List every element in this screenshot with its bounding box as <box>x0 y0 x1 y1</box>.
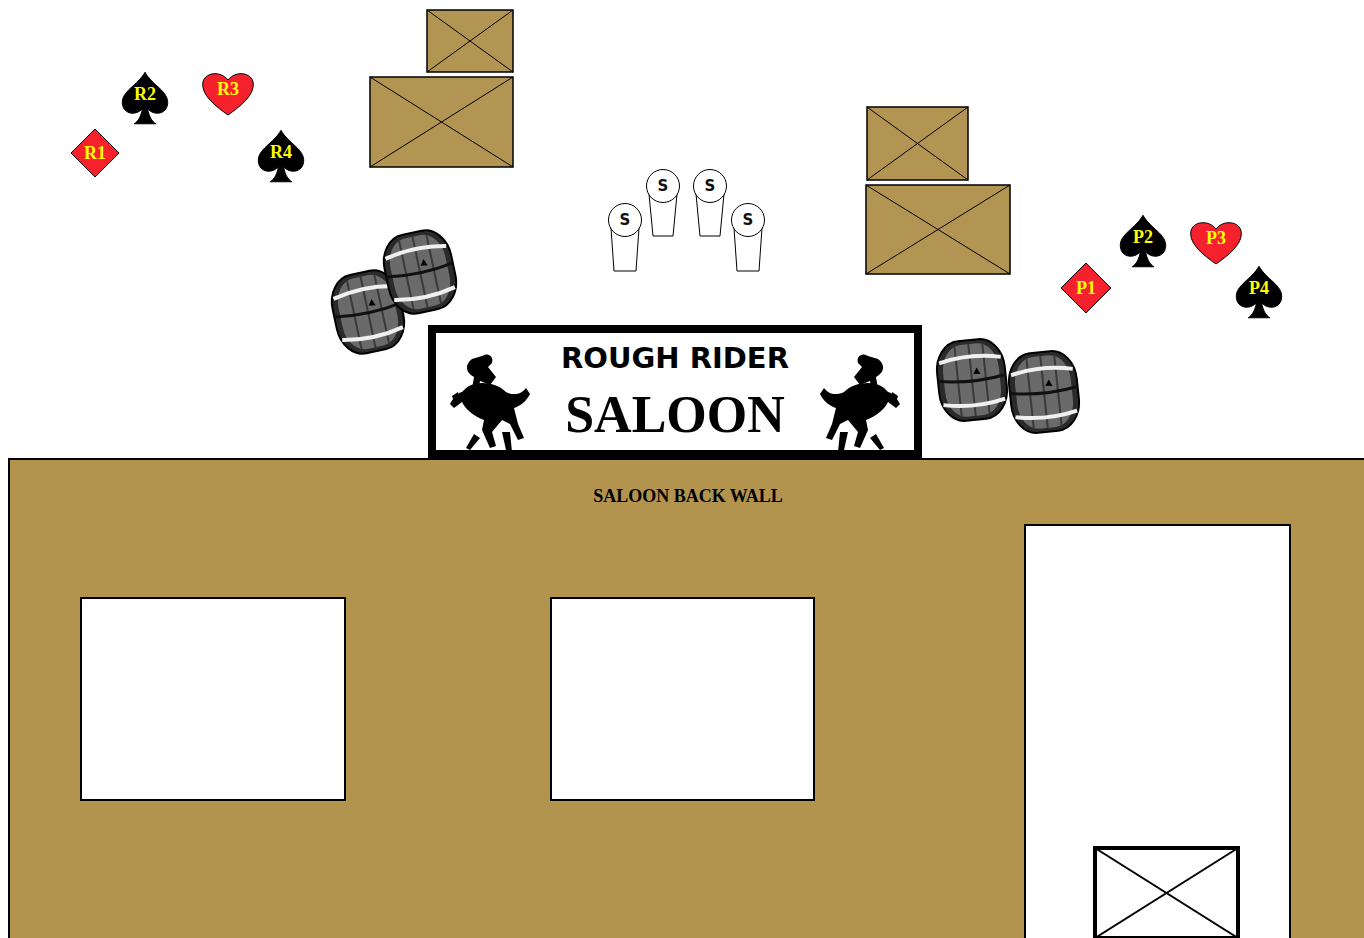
target-label: R3 <box>217 79 239 100</box>
window <box>551 598 814 800</box>
spade-target: R4 <box>254 128 308 184</box>
crate <box>867 107 968 180</box>
diamond-target: R1 <box>70 128 120 178</box>
spade-target: R2 <box>118 70 172 126</box>
spade-target: P4 <box>1232 264 1286 320</box>
crate <box>370 77 513 167</box>
target-label: S <box>658 177 669 195</box>
saloon-sign: ROUGH RIDER SALOON <box>428 325 922 458</box>
target-label: R2 <box>134 84 156 105</box>
target-label: P4 <box>1249 278 1269 299</box>
barrel <box>1006 349 1082 436</box>
horse-silhouette <box>820 354 900 452</box>
heart-target: P3 <box>1188 217 1244 267</box>
crate <box>866 185 1010 274</box>
diamond-target: P1 <box>1060 262 1112 314</box>
spade-target-outline <box>1120 215 1165 267</box>
target-label: P1 <box>1076 278 1096 299</box>
target-label: R4 <box>270 142 292 163</box>
target-label: S <box>743 211 754 229</box>
diamond-target-outline <box>1061 263 1111 313</box>
heart-target-outline <box>203 74 254 115</box>
shotgun-target: S <box>731 203 765 237</box>
spade-target-outline <box>1236 266 1281 318</box>
barrel <box>378 226 461 318</box>
barrel <box>934 337 1010 424</box>
diamond-target-outline <box>71 129 119 177</box>
target-label: S <box>620 211 631 229</box>
spade-target-outline <box>122 72 167 124</box>
target-label: R1 <box>84 143 106 164</box>
sign-fill <box>432 329 918 454</box>
target-label: P3 <box>1206 228 1226 249</box>
heart-target: R3 <box>200 68 256 118</box>
shotgun-target: S <box>693 169 727 203</box>
target-label: P2 <box>1133 227 1153 248</box>
door <box>1025 525 1290 938</box>
sign-title: SALOON <box>565 385 785 444</box>
horse-silhouette <box>450 354 530 452</box>
shotgun-target: S <box>608 203 642 237</box>
target-label: SALOON BACK WALL <box>593 486 783 507</box>
heart-target-outline <box>1191 223 1242 264</box>
window <box>81 598 345 800</box>
back-wall: SALOON BACK WALL <box>8 458 1364 938</box>
shotgun-target: S <box>646 169 680 203</box>
target-label: S <box>705 177 716 195</box>
crate <box>1095 848 1238 938</box>
sign-heading: ROUGH RIDER <box>561 341 789 375</box>
spade-target: P2 <box>1116 213 1170 269</box>
crate <box>427 10 513 72</box>
spade-target-outline <box>258 130 303 182</box>
